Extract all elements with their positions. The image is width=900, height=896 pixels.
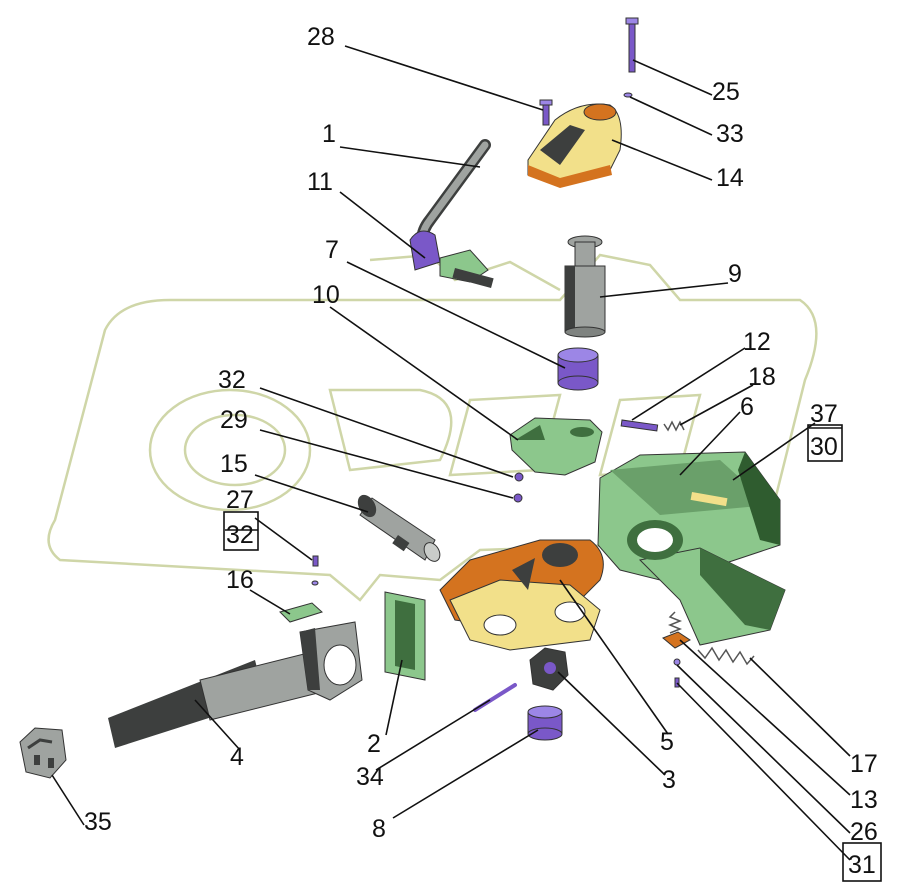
part-17-spring — [697, 646, 755, 666]
label-5: 5 — [660, 728, 674, 756]
part-25-bolt — [625, 17, 639, 73]
label-16: 16 — [226, 566, 254, 594]
label-2: 2 — [367, 730, 381, 758]
part-27-screw — [311, 555, 319, 586]
part-32-pin — [514, 472, 524, 482]
label-box-27-32 — [223, 511, 259, 551]
part-33-washer — [623, 92, 633, 98]
part-10-block — [509, 417, 603, 476]
label-31: 31 — [848, 851, 876, 879]
label-12: 12 — [743, 328, 771, 356]
label-13: 13 — [850, 786, 878, 814]
part-4-main-shaft — [108, 621, 363, 748]
label-17: 17 — [850, 750, 878, 778]
leader-lines — [51, 45, 851, 861]
label-29: 29 — [220, 406, 248, 434]
part-3-fitting — [529, 647, 569, 691]
spring-vertical — [667, 611, 683, 634]
part-2-plate — [384, 591, 426, 681]
label-32-upper: 32 — [218, 366, 246, 394]
label-34: 34 — [356, 763, 384, 791]
label-26: 26 — [850, 818, 878, 846]
part-11-bracket — [409, 230, 494, 289]
label-9: 9 — [728, 260, 742, 288]
part-8-bushing — [527, 705, 563, 741]
part-18-spring — [663, 420, 685, 432]
label-25: 25 — [712, 78, 740, 106]
part-9-plunger — [564, 235, 606, 338]
part-13-bracket — [662, 631, 691, 649]
label-15: 15 — [220, 450, 248, 478]
label-8: 8 — [372, 815, 386, 843]
label-6: 6 — [740, 393, 754, 421]
label-18: 18 — [748, 363, 776, 391]
part-12-screw — [620, 419, 659, 432]
part-35-castle-nut — [19, 727, 67, 779]
part-5-link — [439, 539, 604, 651]
label-3: 3 — [662, 766, 676, 794]
label-30: 30 — [810, 433, 838, 461]
label-28: 28 — [307, 23, 335, 51]
label-box-31 — [842, 842, 882, 882]
part-15-shaft — [357, 494, 441, 562]
part-16-plate — [279, 602, 323, 623]
label-7: 7 — [325, 236, 339, 264]
label-1: 1 — [322, 120, 336, 148]
part-labels: 28 25 33 14 1 11 9 7 10 12 18 6 37 30 32… — [84, 23, 878, 879]
label-37: 37 — [810, 400, 838, 428]
label-4: 4 — [230, 743, 244, 771]
label-33: 33 — [716, 120, 744, 148]
label-10: 10 — [312, 281, 340, 309]
label-14: 14 — [716, 164, 744, 192]
part-14-housing — [527, 103, 622, 188]
label-27: 27 — [226, 486, 254, 514]
part-26-pin — [673, 658, 681, 688]
label-box-37-30 — [807, 424, 843, 462]
part-6-body — [597, 451, 786, 646]
label-11: 11 — [307, 168, 333, 196]
part-7-bushing — [557, 347, 599, 391]
part-28-screw — [539, 99, 553, 126]
label-35: 35 — [84, 808, 112, 836]
label-32-lower: 32 — [226, 521, 254, 549]
part-29-pin — [513, 493, 523, 503]
